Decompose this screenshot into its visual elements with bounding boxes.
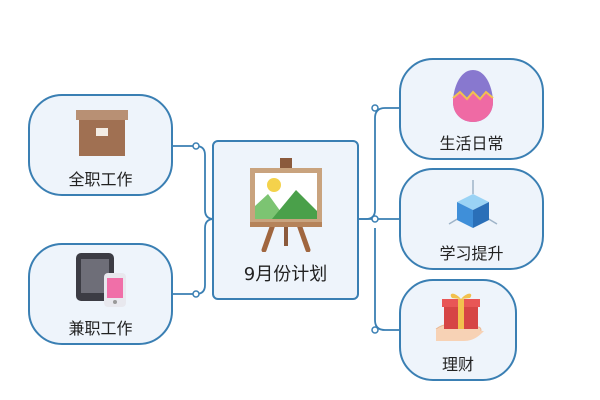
node-daily-life[interactable]: 生活日常 bbox=[399, 58, 544, 160]
node-learning[interactable]: 学习提升 bbox=[399, 168, 544, 270]
center-node-sept-plan[interactable]: 9月份计划 bbox=[212, 140, 359, 300]
node-full-time-job[interactable]: 全职工作 bbox=[28, 94, 173, 196]
node-label: 全职工作 bbox=[68, 170, 133, 189]
archive-box-icon bbox=[76, 110, 128, 156]
node-label: 学习提升 bbox=[439, 244, 504, 263]
gift-box-icon bbox=[435, 293, 484, 341]
node-finance[interactable]: 理财 bbox=[399, 279, 517, 381]
cube-icon bbox=[448, 180, 498, 228]
easel-painting-icon bbox=[250, 158, 322, 252]
easter-egg-icon bbox=[452, 70, 494, 122]
node-label: 理财 bbox=[441, 355, 474, 374]
tablet-phone-icon bbox=[76, 253, 126, 307]
center-node-label: 9月份计划 bbox=[243, 264, 328, 285]
node-label: 生活日常 bbox=[439, 134, 504, 153]
node-label: 兼职工作 bbox=[68, 319, 133, 338]
node-part-time-job[interactable]: 兼职工作 bbox=[28, 243, 173, 345]
